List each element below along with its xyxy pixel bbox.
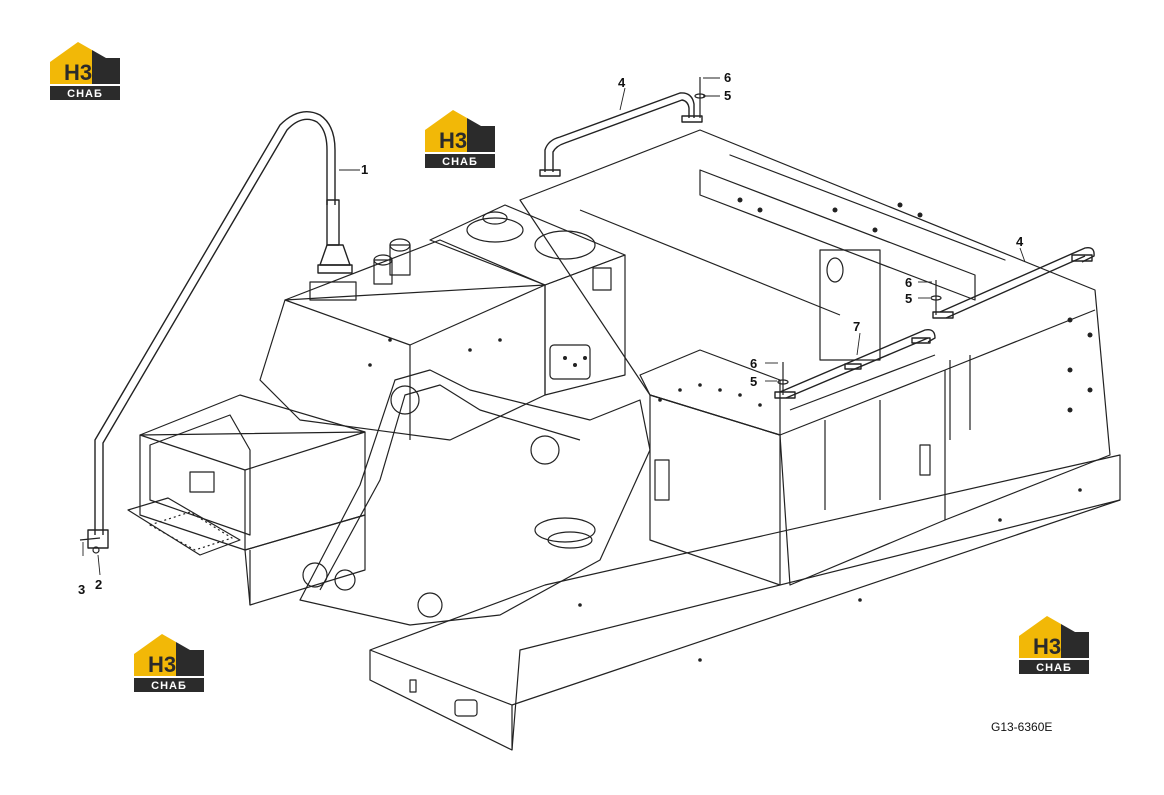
callout-5-middle: 5: [750, 374, 758, 389]
callout-6-right: 6: [905, 275, 913, 290]
step-plate: [127, 497, 241, 556]
logo-mark: H3: [1033, 634, 1061, 659]
logo-text: СНАБ: [442, 156, 478, 168]
callout-6-middle: 6: [750, 356, 758, 371]
logo-text: СНАБ: [151, 680, 187, 692]
bolt-holes: [368, 197, 1093, 662]
callout-6-top: 6: [724, 70, 732, 85]
brand-logo: H3 СНАБ: [48, 36, 122, 102]
handrail-4-top: [539, 92, 703, 177]
logo-text: СНАБ: [67, 88, 103, 100]
leader-lines: [82, 77, 1026, 576]
callout-1: 1: [361, 162, 369, 177]
handrail-1: [87, 111, 353, 549]
callout-5-right: 5: [905, 291, 913, 306]
logo-text: СНАБ: [1036, 662, 1072, 674]
logo-mark: H3: [439, 128, 467, 153]
callout-5-top: 5: [724, 88, 732, 103]
boom-frame: [299, 369, 651, 626]
brand-logo: H3 СНАБ: [132, 628, 206, 694]
logo-mark: H3: [148, 652, 176, 677]
logo-mark: H3: [64, 60, 92, 85]
callout-3: 3: [78, 582, 86, 597]
callout-4-top: 4: [618, 75, 626, 90]
hydraulic-tank: [259, 204, 626, 441]
handrail-4-right: [932, 246, 1095, 319]
fasteners: [79, 77, 942, 554]
lower-chassis: [369, 454, 1121, 751]
handrail-7: [774, 328, 936, 399]
figure-reference: G13-6360E: [991, 720, 1053, 734]
brand-logo: H3 СНАБ: [1017, 610, 1091, 676]
left-tool-box: [139, 394, 366, 606]
callout-7: 7: [853, 319, 861, 334]
cab-frame: [519, 129, 1111, 586]
brand-logo: H3 СНАБ: [423, 104, 497, 170]
callout-4-right: 4: [1016, 234, 1024, 249]
callout-2: 2: [95, 577, 103, 592]
